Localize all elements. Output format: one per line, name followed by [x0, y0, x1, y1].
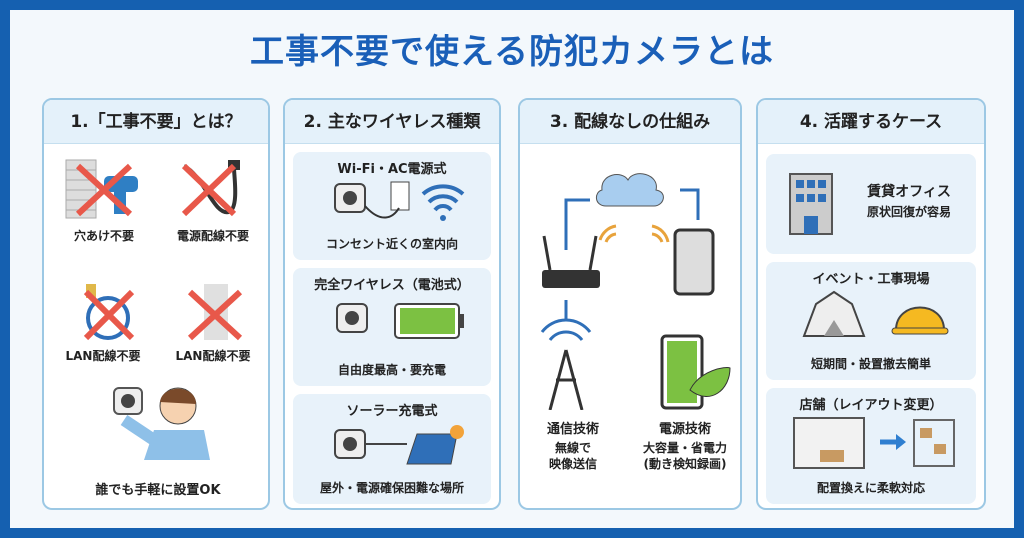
- panel-heading: 3. 配線なしの仕組み: [520, 100, 740, 144]
- type-name: Wi-Fi・AC電源式: [337, 162, 447, 177]
- comm-line1: 無線で: [554, 441, 591, 455]
- power-line2: (動き検知録画): [643, 457, 727, 471]
- page-title: 工事不要で使える防犯カメラとは: [250, 32, 774, 72]
- type-card-battery: 完全ワイヤレス（電池式） 自由度最高・要充電: [293, 268, 491, 386]
- tent-helmet-icon: [802, 290, 949, 337]
- camera-solar-panel-icon: [334, 425, 464, 465]
- type-name: ソーラー充電式: [346, 404, 438, 419]
- type-desc: 屋外・電源確保困難な場所: [319, 481, 464, 495]
- type-desc: 自由度最高・要充電: [337, 363, 446, 377]
- panel-use-cases: 4. 活躍するケース 賃貸オフィス 原状回復が容易 イベント・工事現場 短期間・…: [756, 98, 986, 510]
- type-card-solar: ソーラー充電式 屋外・電源確保困難な場所: [293, 394, 491, 504]
- lan-cable-icon: [83, 284, 135, 341]
- panel-wireless-types: 2. 主なワイヤレス種類 Wi-Fi・AC電源式 コンセント近くの室内向 完全ワ…: [283, 98, 501, 510]
- office-building-icon: [789, 173, 833, 235]
- item-label: 穴あけ不要: [73, 229, 134, 243]
- case-name: 賃貸オフィス: [867, 184, 951, 200]
- wall-drill-icon: [65, 159, 138, 219]
- network-flow-diagram: [540, 173, 731, 410]
- case-card-store: 店舗（レイアウト変更） 配置換えに柔軟対応: [766, 388, 976, 504]
- camera-battery-icon: [336, 303, 464, 339]
- item-label: 電源配線不要: [176, 229, 249, 243]
- case-desc: 短期間・設置撤去簡単: [810, 357, 931, 371]
- type-name: 完全ワイヤレス（電池式）: [314, 278, 470, 293]
- comm-title: 通信技術: [546, 422, 599, 437]
- case-desc: 配置換えに柔軟対応: [816, 481, 925, 495]
- case-name: イベント・工事現場: [812, 272, 930, 287]
- panel-no-construction: 1.「工事不要」とは？ 穴あけ不要 電源配線不要 LAN配線不要 LAN配線不要…: [42, 98, 270, 510]
- case-card-event: イベント・工事現場 短期間・設置撤去簡単: [766, 262, 976, 380]
- case-card-office: 賃貸オフィス 原状回復が容易: [766, 154, 976, 254]
- lan-port-icon: [187, 284, 243, 341]
- power-cord-icon: [181, 160, 240, 217]
- item-label: LAN配線不要: [175, 349, 251, 363]
- type-card-wifi-ac: Wi-Fi・AC電源式 コンセント近くの室内向: [293, 152, 491, 260]
- case-desc: 原状回復が容易: [866, 205, 951, 219]
- panel-footer: 誰でも手軽に設置OK: [95, 483, 221, 498]
- type-desc: コンセント近くの室内向: [325, 237, 458, 251]
- panel-wireless-mechanism: 3. 配線なしの仕組み 通信技術 無線で 映像送信 電源技術 大容量・省電力 (…: [518, 98, 742, 510]
- power-line1: 大容量・省電力: [642, 441, 727, 455]
- panel-heading: 1.「工事不要」とは？: [44, 100, 268, 144]
- comm-line2: 映像送信: [548, 457, 597, 471]
- panel-heading: 2. 主なワイヤレス種類: [285, 100, 499, 144]
- case-name: 店舗（レイアウト変更）: [799, 398, 943, 413]
- camera-outlet-wifi-icon: [334, 181, 465, 221]
- infographic: 工事不要で使える防犯カメラとは 1.「工事不要」とは？ 穴あけ不要 電源配線不要…: [10, 10, 1014, 528]
- store-layout-change-icon: [793, 417, 955, 469]
- item-label: LAN配線不要: [65, 349, 141, 363]
- panel-heading: 4. 活躍するケース: [758, 100, 984, 144]
- power-title: 電源技術: [658, 422, 711, 437]
- person-installing-camera-icon: [113, 387, 210, 460]
